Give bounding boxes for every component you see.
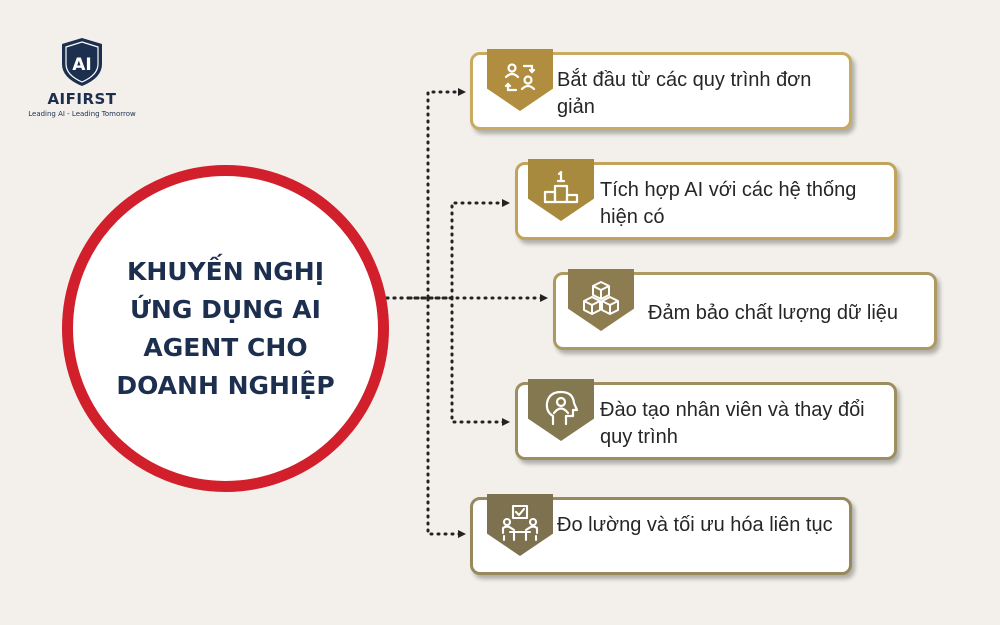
connector-4 xyxy=(408,296,510,426)
center-circle: KHUYẾN NGHỊ ỨNG DỤNG AI AGENT CHO DOANH … xyxy=(62,165,389,492)
item-card-4: Đào tạo nhân viên và thay đổi quy trình xyxy=(515,379,897,460)
logo-name: AIFIRST xyxy=(47,90,117,108)
connector-2 xyxy=(408,199,510,300)
item-badge-5 xyxy=(487,494,553,556)
people-process-icon xyxy=(504,63,536,92)
item-card-1: Bắt đầu từ các quy trình đơn giản xyxy=(470,49,852,130)
item-card-2: Tích hợp AI với các hệ thống hiện có xyxy=(515,159,897,240)
shield-logo-icon: AI xyxy=(62,38,102,86)
connector-5 xyxy=(385,296,466,538)
team-checklist-icon xyxy=(501,504,539,542)
item-label-1: Bắt đầu từ các quy trình đơn giản xyxy=(557,69,812,118)
svg-text:AI: AI xyxy=(72,55,91,75)
item-badge-1 xyxy=(487,49,553,111)
item-badge-3 xyxy=(568,269,634,331)
item-badge-4 xyxy=(528,379,594,441)
item-label-5: Đo lường và tối ưu hóa liên tục xyxy=(557,514,833,536)
cubes-icon xyxy=(583,281,619,315)
aifirst-logo: AI AIFIRST Leading AI - Leading Tomorrow xyxy=(22,36,142,118)
item-label-2: Tích hợp AI với các hệ thống hiện có xyxy=(600,179,857,228)
center-title: KHUYẾN NGHỊ ỨNG DỤNG AI AGENT CHO DOANH … xyxy=(116,256,335,400)
item-card-3: Đảm bảo chất lượng dữ liệu xyxy=(553,269,937,350)
item-label-4: Đào tạo nhân viên và thay đổi quy trình xyxy=(600,399,865,448)
item-label-3: Đảm bảo chất lượng dữ liệu xyxy=(648,302,899,324)
head-learning-icon xyxy=(545,390,579,426)
logo-tagline: Leading AI - Leading Tomorrow xyxy=(28,110,136,118)
connector-1 xyxy=(385,88,466,300)
item-badge-2 xyxy=(528,159,594,221)
item-card-5: Đo lường và tối ưu hóa liên tục xyxy=(470,494,852,575)
podium-icon xyxy=(543,170,579,204)
